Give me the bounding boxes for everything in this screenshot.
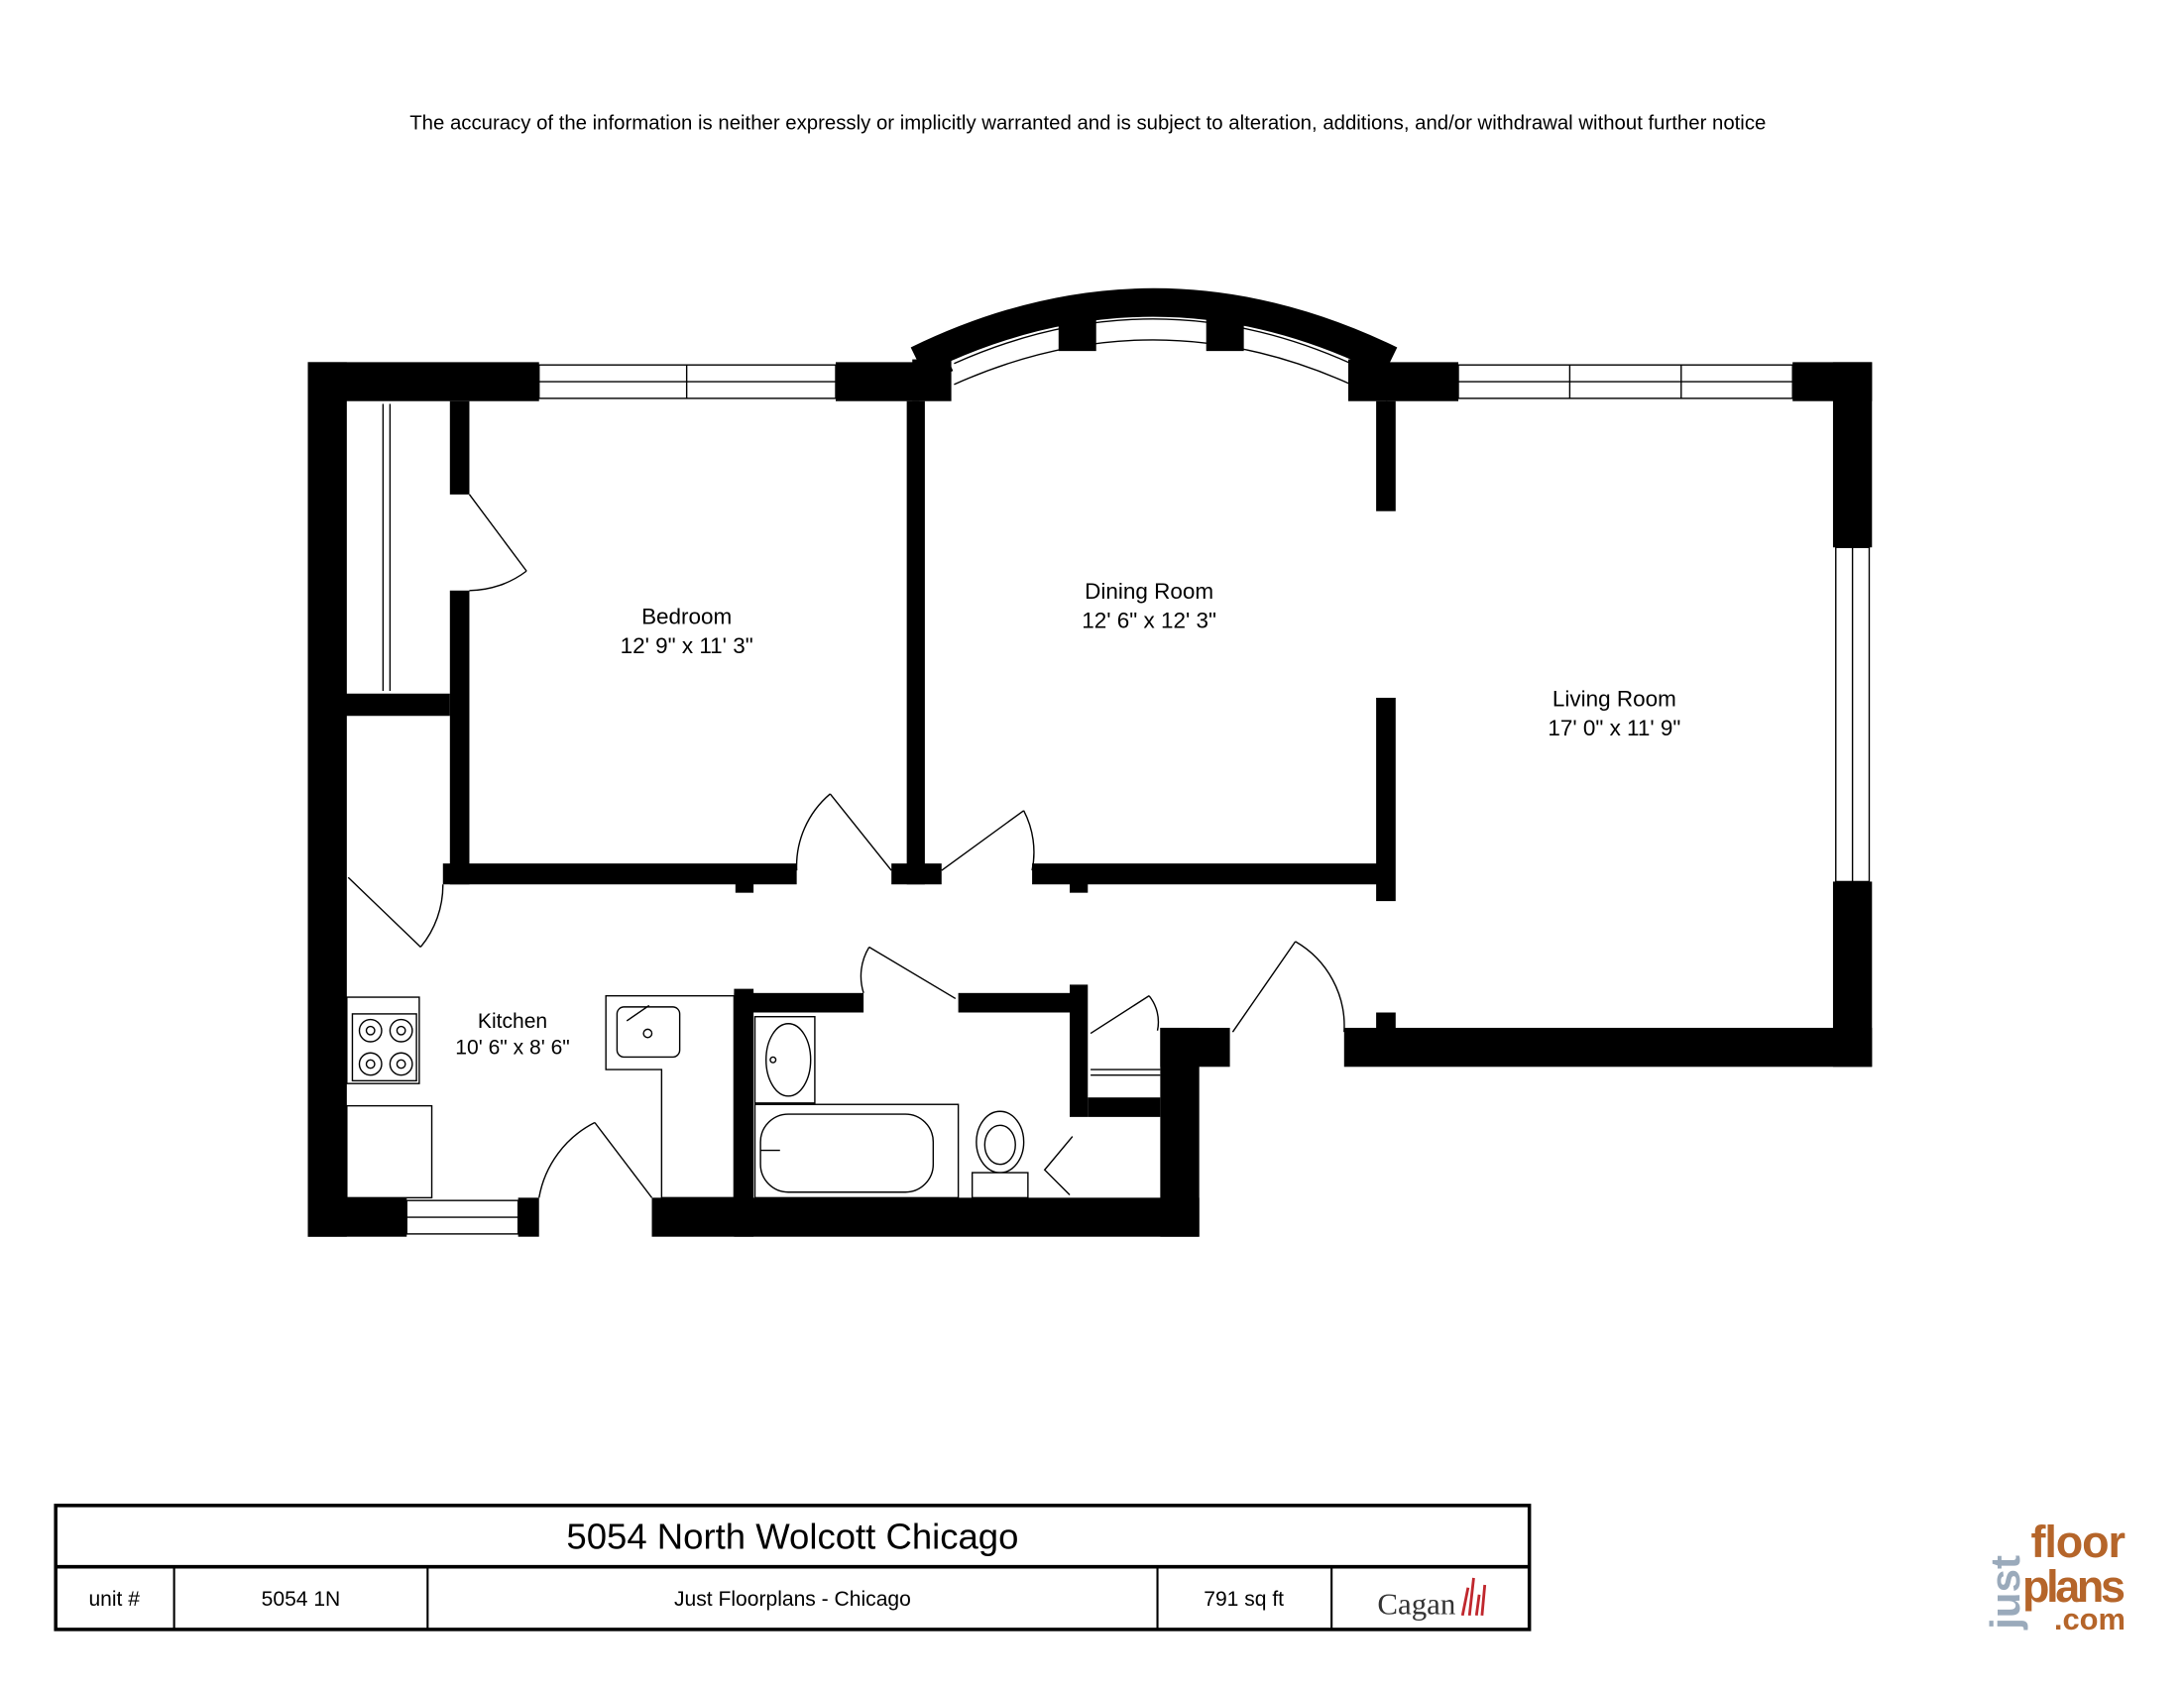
area-value: 791 sq ft [1204,1588,1284,1611]
company-name: Just Floorplans - Chicago [674,1588,911,1611]
disclaimer: The accuracy of the information is neith… [409,113,1766,135]
svg-text:floor: floor [2030,1517,2126,1567]
svg-text:plans: plans [2022,1561,2126,1612]
doors [347,494,1345,1198]
justfloorplans-logo: just floor plans .com [1982,1517,2126,1636]
unit-value: 5054 1N [262,1588,341,1611]
address-title: 5054 North Wolcott Chicago [566,1516,1018,1556]
room-name-kitchen: Kitchen [478,1010,547,1033]
room-dimensions-kitchen: 10' 6" x 8' 6" [455,1037,570,1060]
bay-window [910,288,1398,401]
unit-label: unit # [88,1588,140,1611]
bathroom-sink-icon [753,1016,816,1104]
svg-text:just: just [1982,1555,2028,1631]
svg-text:Cagan: Cagan [1377,1586,1455,1621]
room-name-bedroom: Bedroom [641,605,732,629]
bathtub-icon [753,1103,960,1199]
room-dimensions-living: 17' 0" x 11' 9" [1548,716,1680,740]
toilet-icon [971,1110,1029,1199]
cagan-logo: Cagan [1377,1577,1487,1621]
floorplan [307,288,1873,1237]
kitchen-sink-icon [605,994,736,1199]
room-name-dining: Dining Room [1085,579,1213,604]
title-block: 5054 North Wolcott Chicago unit # 5054 1… [54,1504,1532,1632]
room-dimensions-bedroom: 12' 9" x 11' 3" [621,633,753,658]
room-name-living: Living Room [1552,686,1676,711]
stove-icon [346,996,420,1084]
room-labels: Bedroom 12' 9" x 11' 3" Dining Room 12' … [455,579,1680,1059]
svg-text:.com: .com [2054,1602,2126,1636]
refrigerator-icon [346,1104,433,1199]
room-dimensions-dining: 12' 6" x 12' 3" [1082,609,1216,633]
